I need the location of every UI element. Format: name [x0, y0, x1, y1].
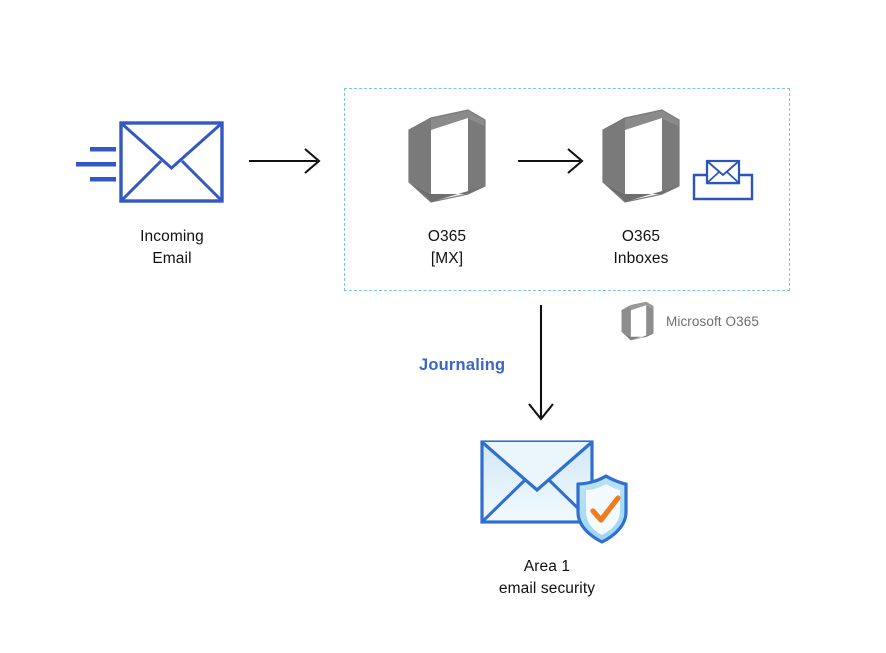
- office365-icon-inboxes: [599, 109, 683, 203]
- arrow-inboxes-to-area1: [524, 305, 558, 423]
- area1-label: Area 1 email security: [498, 558, 596, 597]
- incoming-email-label: Incoming Email: [140, 228, 204, 267]
- legend-label: Microsoft O365: [666, 314, 759, 329]
- inbox-tray-envelope-icon: [692, 157, 754, 203]
- speed-lines-icon: [76, 145, 118, 185]
- envelope-icon: [119, 121, 224, 203]
- office365-icon-mx: [405, 109, 489, 203]
- legend-office365-icon: [620, 301, 655, 341]
- secure-email-shield-icon: [470, 432, 630, 544]
- o365-mx-label: O365 [MX]: [427, 228, 467, 267]
- arrow-mx-to-inboxes: [518, 146, 586, 176]
- journaling-label: Journaling: [419, 356, 506, 374]
- o365-inboxes-label: O365 Inboxes: [613, 228, 669, 267]
- o365-boundary-box: [344, 88, 790, 291]
- arrow-incoming-to-mx: [249, 146, 323, 176]
